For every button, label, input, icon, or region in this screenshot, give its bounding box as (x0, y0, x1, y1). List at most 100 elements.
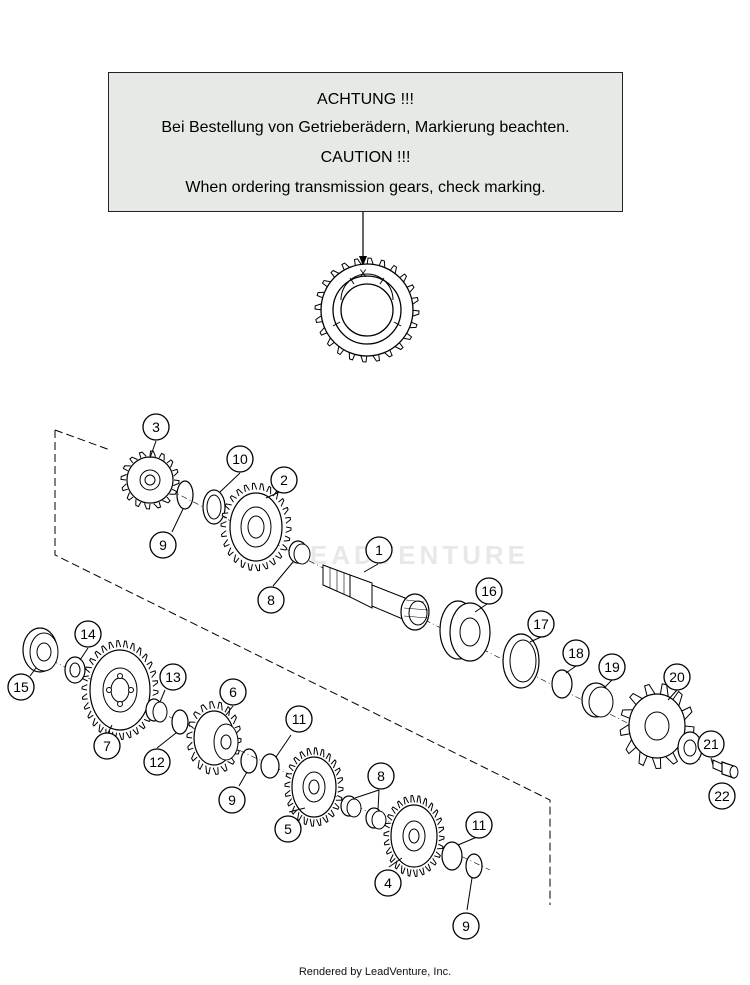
gear-teeth (284, 747, 344, 827)
circlip-part-9-lower (465, 853, 483, 879)
callout-9-middle: 9 (218, 786, 246, 814)
svg-text:11: 11 (292, 711, 307, 727)
svg-text:1: 1 (375, 542, 383, 558)
svg-text:6: 6 (229, 684, 237, 700)
gear-part-2 (220, 482, 292, 572)
footer-credit: Rendered by LeadVenture, Inc. (298, 966, 452, 978)
gear-teeth (314, 257, 420, 363)
svg-text:8: 8 (267, 592, 275, 608)
callouts: 3 10 2 9 1 8 16 17 18 19 20 21 22 14 15 … (7, 413, 736, 940)
washer-part-12 (171, 709, 189, 735)
main-shaft-part-1 (322, 564, 430, 631)
gear-part-6 (186, 701, 242, 775)
notice-title-de: ACHTUNG !!! (317, 91, 414, 108)
gear-part-3 (120, 450, 180, 510)
notice-text-en: When ordering transmission gears, check … (185, 179, 546, 196)
upper-axis-line (169, 489, 701, 761)
callout-5: 5 (274, 815, 302, 843)
svg-text:2: 2 (280, 472, 288, 488)
callout-9-lower: 9 (452, 912, 480, 940)
svg-text:7: 7 (103, 738, 111, 754)
callout-11-middle: 11 (285, 705, 313, 733)
callout-12: 12 (143, 748, 171, 776)
notice-text-de: Bei Bestellung von Getrieberädern, Marki… (161, 119, 570, 136)
marking-symbol: X (359, 268, 367, 280)
callout-10: 10 (226, 445, 254, 473)
bushing-part-13 (145, 698, 168, 723)
svg-text:5: 5 (284, 821, 292, 837)
callout-21: 21 (697, 730, 725, 758)
svg-text:9: 9 (159, 537, 167, 553)
sprocket-part-20 (619, 683, 695, 770)
notice-box: ACHTUNG !!! Bei Bestellung von Getrieber… (108, 72, 623, 212)
svg-text:9: 9 (228, 792, 236, 808)
assembly-outline (54, 430, 551, 905)
seal-ring-part-17 (502, 633, 540, 689)
callout-8-upper: 8 (257, 586, 285, 614)
callout-18: 18 (562, 639, 590, 667)
bearing-part-15 (22, 627, 59, 673)
gear-teeth (81, 640, 159, 740)
callout-4: 4 (374, 869, 402, 897)
callout-20: 20 (663, 663, 691, 691)
gear-part-7 (81, 640, 159, 740)
bolt-part-22 (712, 759, 739, 779)
callout-13: 13 (159, 663, 187, 691)
washer-part-11-lower (441, 841, 463, 871)
bushing-part-19 (581, 682, 614, 718)
notice-title-en: CAUTION !!! (320, 149, 411, 166)
circlip-part-9-middle (240, 748, 258, 774)
bushing-part-8-lower-a (340, 795, 362, 818)
gear-part-4 (383, 794, 445, 878)
gear-part-5 (284, 747, 344, 827)
svg-text:21: 21 (703, 736, 719, 752)
notice-pointer-arrow (359, 256, 367, 266)
callout-8-lower: 8 (367, 762, 395, 790)
marking-gear-detail: X (314, 257, 420, 363)
callout-2: 2 (270, 466, 298, 494)
callout-9-upper: 9 (149, 531, 177, 559)
washer-part-11-middle (260, 753, 280, 779)
leader-lines (29, 440, 714, 911)
svg-text:20: 20 (669, 669, 685, 685)
callout-7: 7 (93, 732, 121, 760)
svg-text:9: 9 (462, 918, 470, 934)
callout-1: 1 (365, 536, 393, 564)
callout-16: 16 (475, 577, 503, 605)
svg-text:19: 19 (604, 659, 620, 675)
svg-text:22: 22 (714, 788, 730, 804)
callout-14: 14 (74, 620, 102, 648)
svg-text:12: 12 (149, 754, 165, 770)
gear-teeth (220, 482, 292, 572)
o-ring-part-18 (551, 669, 573, 699)
svg-text:8: 8 (377, 768, 385, 784)
washer-part-21 (677, 731, 703, 765)
svg-text:13: 13 (165, 669, 181, 685)
callout-6: 6 (219, 678, 247, 706)
circlip-part-9-upper (176, 480, 194, 510)
gear-teeth (186, 701, 242, 775)
svg-text:11: 11 (472, 817, 487, 833)
callout-15: 15 (7, 673, 35, 701)
svg-text:17: 17 (533, 616, 549, 632)
callout-17: 17 (527, 610, 555, 638)
svg-text:4: 4 (384, 875, 392, 891)
svg-text:14: 14 (80, 626, 96, 642)
bushing-part-8-upper (288, 540, 311, 565)
svg-text:3: 3 (152, 419, 160, 435)
svg-text:10: 10 (232, 451, 248, 467)
callout-22: 22 (708, 782, 736, 810)
callout-3: 3 (142, 413, 170, 441)
gear-teeth (383, 794, 445, 878)
bushing-part-8-lower-b (365, 807, 387, 830)
watermark: LEADVENTURE (290, 540, 530, 570)
svg-text:15: 15 (13, 679, 29, 695)
svg-text:16: 16 (481, 583, 497, 599)
washer-part-10 (202, 489, 226, 525)
callout-19: 19 (598, 653, 626, 681)
svg-text:18: 18 (568, 645, 584, 661)
washer-part-14 (64, 656, 86, 684)
bearing-part-16 (439, 600, 491, 662)
callout-11-lower: 11 (465, 811, 493, 839)
